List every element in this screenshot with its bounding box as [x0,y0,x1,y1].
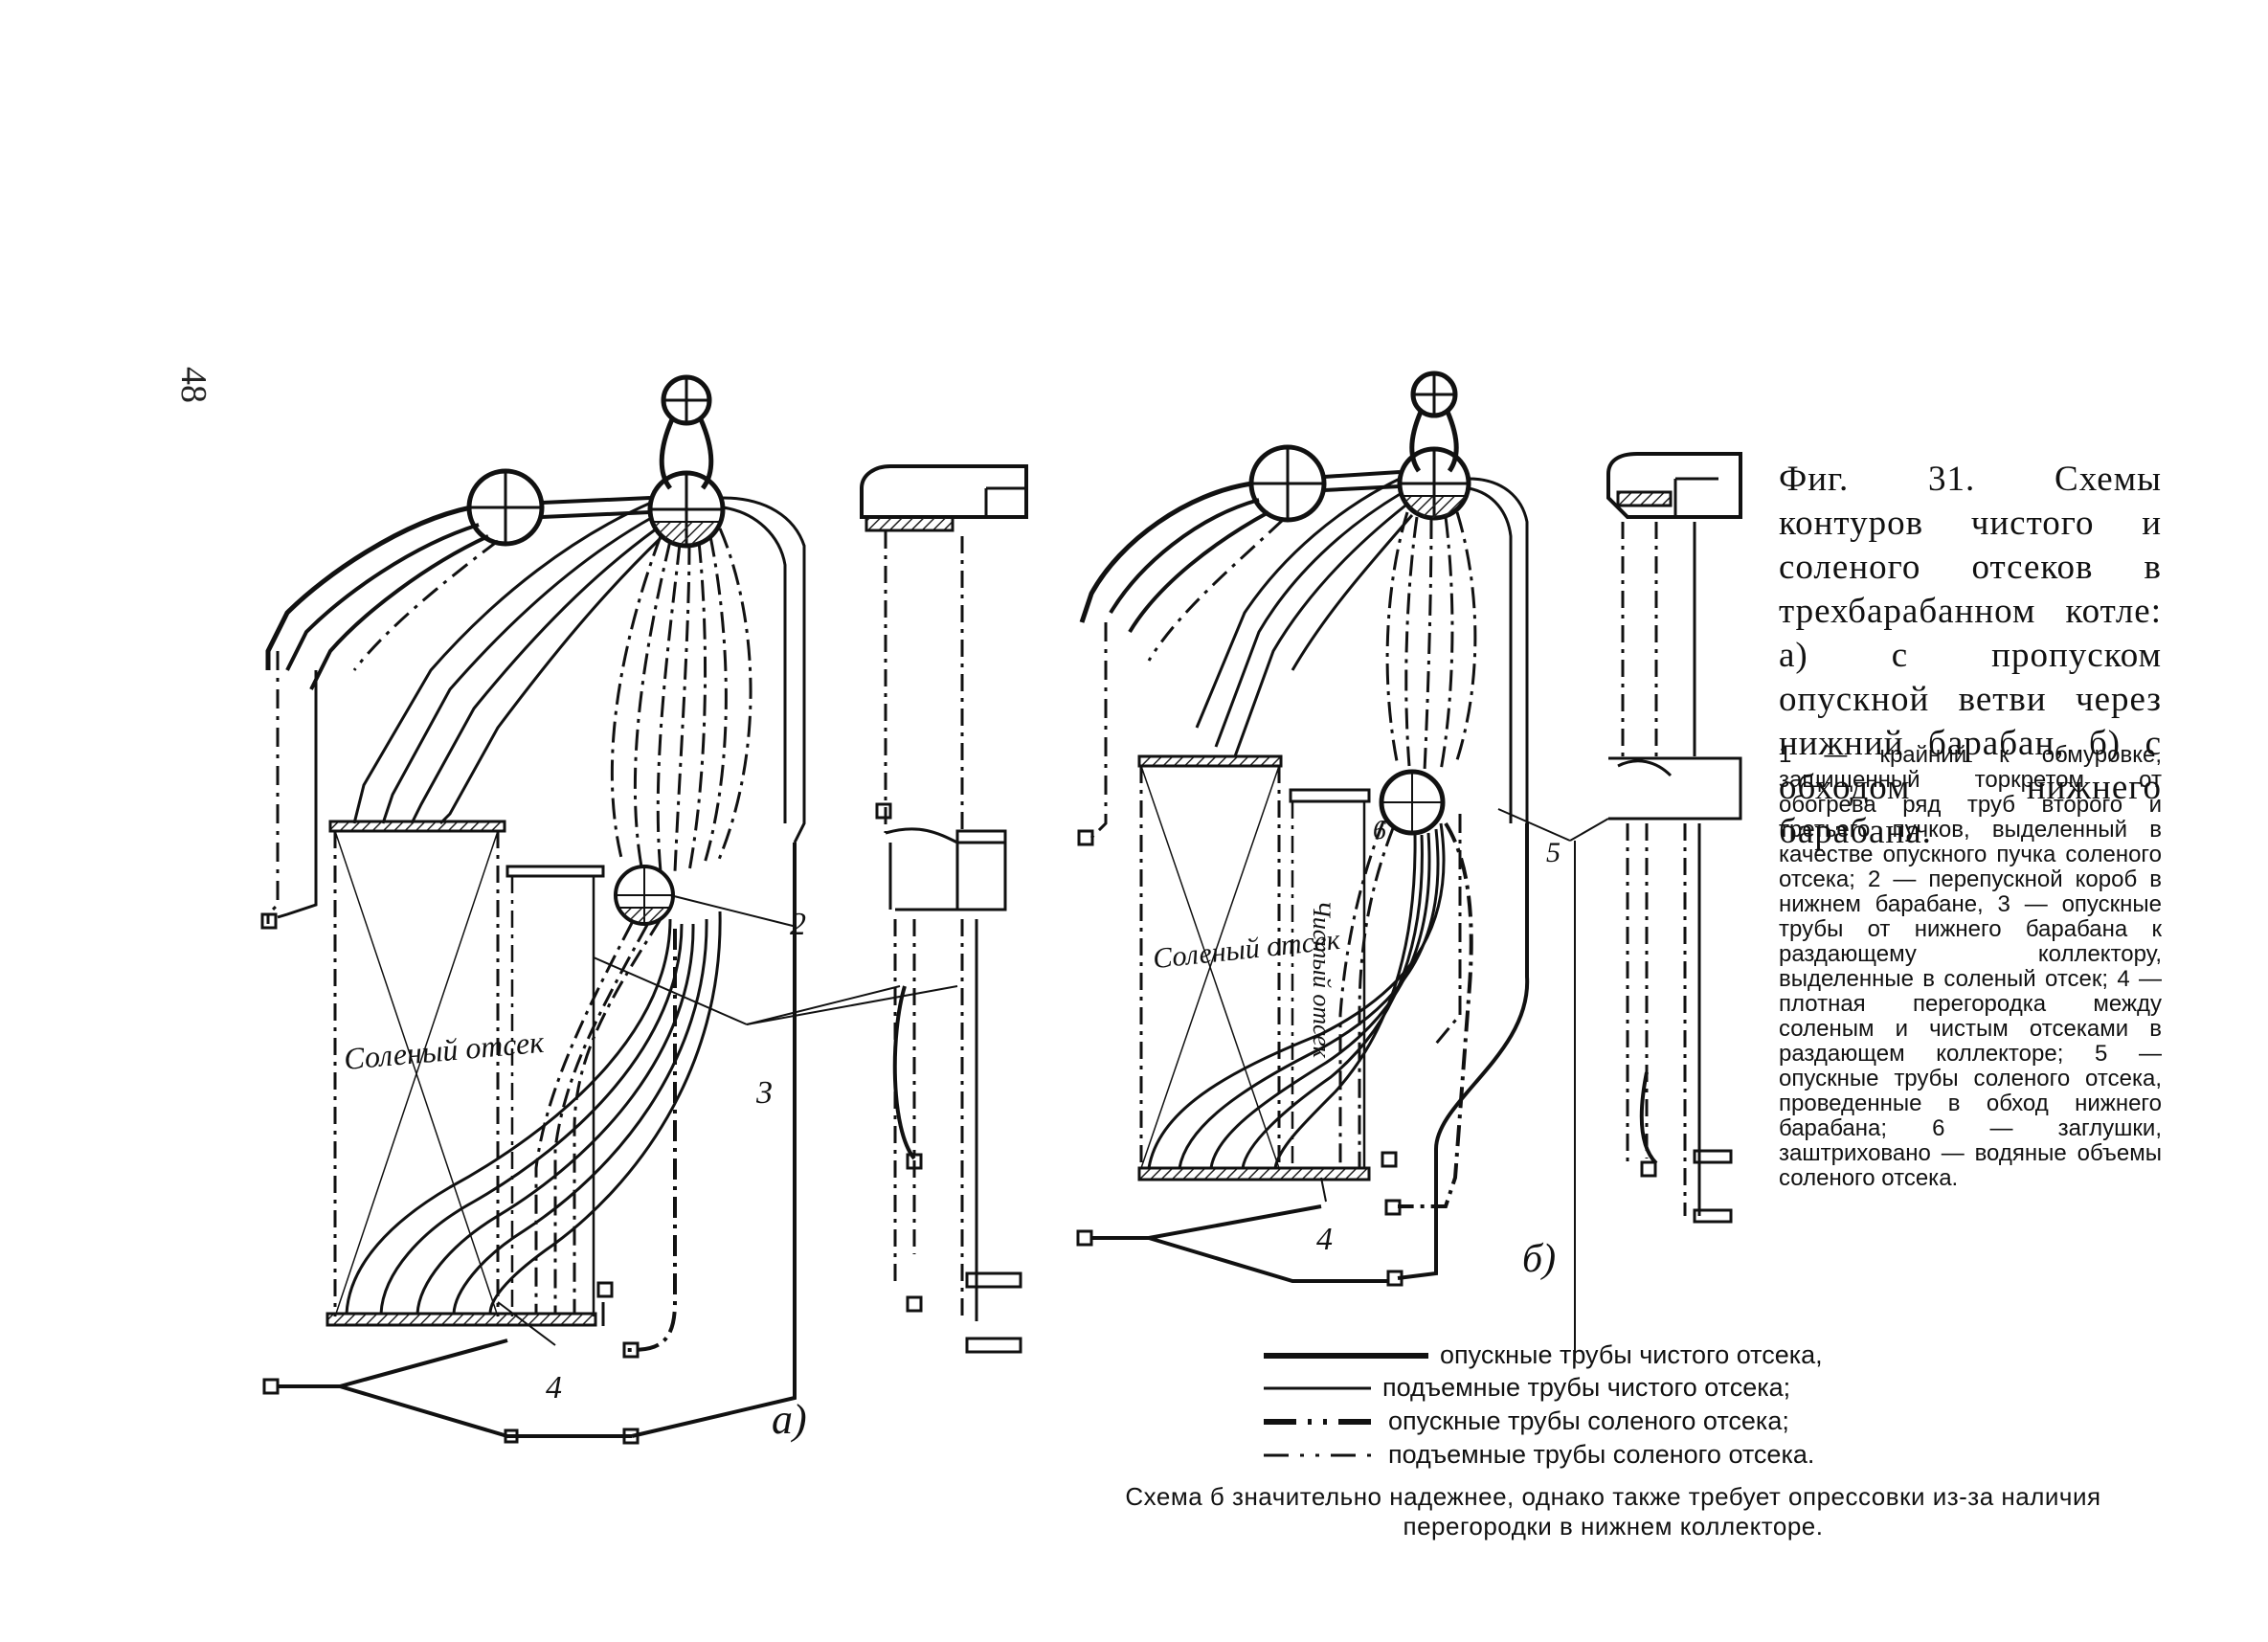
panel-label-b: б) [1522,1237,1556,1281]
legend-label: подъемные трубы соленого отсека. [1388,1440,1815,1469]
side-view-b [1606,452,1742,1224]
legend-label: подъемные трубы чистого отсека; [1382,1373,1791,1402]
steam-drum-b [1409,371,1459,473]
label-num-3: 3 [755,1075,773,1111]
label-num-6: 6 [1373,816,1386,845]
scheme-b [1076,371,1742,1360]
figure-caption-title: Фиг. 31. Схемы контуров чистого и солено… [1779,460,2162,851]
distribution-header-b [1137,1166,1371,1181]
clean-compartment-label-b: Чистый отсек [1308,900,1336,1059]
figure-caption-body: 1 — крайний к обмуровке, защищенный торк… [1779,742,2162,1191]
salt-compartment-panel-b [1137,754,1283,1169]
label-num-2: 2 [790,907,806,942]
distribution-header-a [326,1312,597,1327]
label-num-4-a: 4 [546,1370,562,1406]
steam-drum-a [659,374,714,490]
lower-drum-b [1379,769,1446,836]
legend-item-salt-riser: подъемные трубы соленого отсека. [1264,1440,1814,1470]
scheme-a [260,374,1028,1445]
legend-line-thick-dashdot [1264,1418,1377,1425]
legend-item-clean-downcomer: опускные трубы чистого отсека, [1264,1340,1823,1370]
upper-left-drum-a [466,468,545,547]
legend-item-clean-riser: подъемные трубы чистого отсека; [1264,1373,1790,1403]
upper-left-drum-b [1248,444,1327,523]
page-number: 48 [173,367,213,403]
upper-right-drum-b [1397,446,1471,521]
label-num-4-b: 4 [1316,1222,1333,1257]
salt-compartment-panel-a [328,820,506,1317]
clean-compartment-panel-a [505,865,605,1316]
salt-compartment-label-a: Соленый отсек [343,1024,547,1076]
upper-right-drum-a [647,470,726,549]
legend-item-salt-downcomer: опускные трубы соленого отсека; [1264,1406,1789,1436]
legend-line-thin-solid [1264,1386,1371,1389]
label-num-5: 5 [1546,837,1561,868]
legend-line-thin-dashdot [1264,1453,1377,1456]
legend-line-thick-solid [1264,1352,1428,1359]
footnote-text: Схема б значительно надежнее, однако так… [1125,1482,2101,1541]
legend-label: опускные трубы соленого отсека; [1388,1406,1789,1435]
legend-label: опускные трубы чистого отсека, [1440,1340,1823,1369]
clean-compartment-panel-b [1289,788,1371,1168]
lower-drum-a [614,865,675,926]
panel-label-a: а) [772,1396,807,1443]
side-view-a [860,464,1028,1354]
